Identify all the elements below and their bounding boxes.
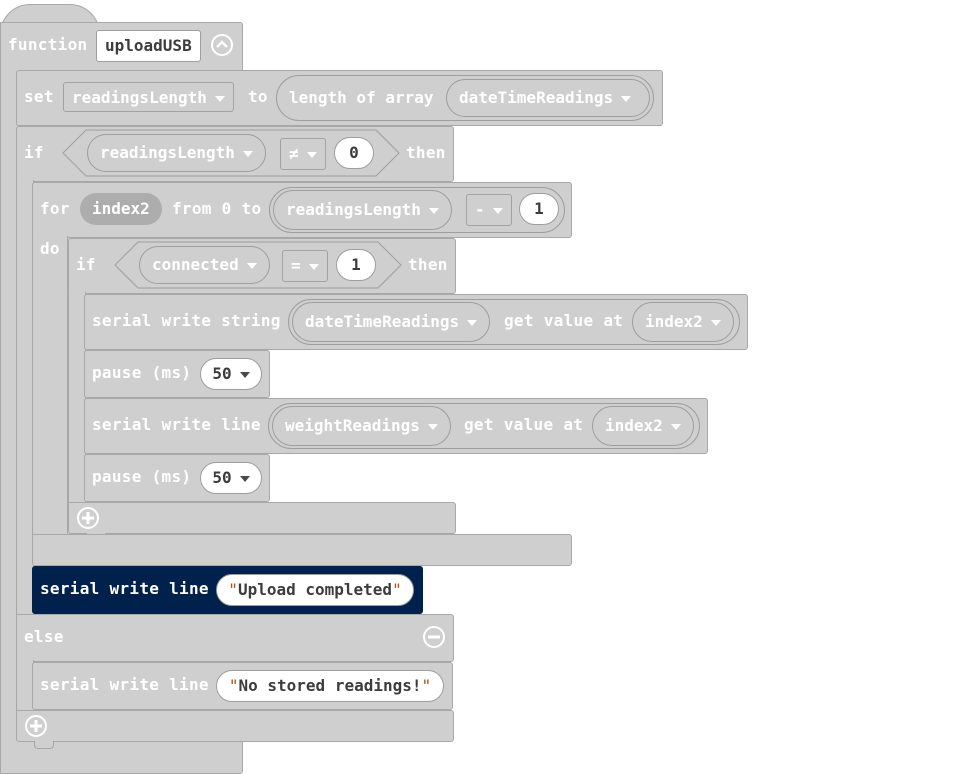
index-name: index2: [605, 416, 663, 435]
add-elseif-icon[interactable]: [24, 714, 48, 738]
function-name-field[interactable]: uploadUSB: [96, 30, 201, 62]
if-inner-then: then: [408, 255, 448, 274]
serial-write-string-label: serial write string: [92, 311, 281, 330]
function-keyword: function: [8, 35, 88, 54]
chevron-down-icon: [492, 207, 503, 214]
for-operator-dropdown[interactable]: -: [466, 194, 512, 226]
for-left-label: readingsLength: [286, 200, 421, 219]
chevron-down-icon: [710, 319, 721, 326]
if-outer-left-dropdown[interactable]: readingsLength: [87, 134, 266, 172]
chevron-down-icon: [239, 371, 250, 378]
pause-value: 50: [212, 468, 232, 487]
operator-label: -: [475, 200, 485, 219]
compare-ne-block[interactable]: [62, 129, 400, 177]
if-inner-footer: [68, 502, 456, 534]
no-stored-readings-string[interactable]: "No stored readings!": [216, 670, 444, 702]
serial-write-line-label-none: serial write line: [40, 675, 209, 694]
if-outer-operator-dropdown[interactable]: ≠: [280, 138, 326, 170]
pause-label-1: pause (ms): [92, 363, 192, 382]
chevron-down-icon: [239, 475, 250, 482]
get-value-at-label: get value at: [464, 415, 584, 434]
if-inner-operator-dropdown[interactable]: =: [282, 250, 328, 282]
chevron-down-icon: [670, 423, 681, 430]
subtract-block[interactable]: [269, 187, 565, 233]
array-name: dateTimeReadings: [305, 312, 460, 331]
for-footer: [32, 534, 572, 566]
operator-label: ≠: [289, 144, 299, 163]
pause-value-dropdown-1[interactable]: 50: [200, 358, 262, 390]
set-variable-dropdown[interactable]: readingsLength: [63, 82, 234, 112]
collapse-up-icon[interactable]: [210, 33, 234, 57]
if-outer-keyword: if: [24, 143, 44, 162]
array-name: weightReadings: [285, 416, 420, 435]
chevron-down-icon: [621, 95, 632, 102]
array-dropdown-datetime[interactable]: dateTimeReadings: [446, 79, 650, 117]
chevron-down-icon: [214, 95, 225, 102]
for-left-dropdown[interactable]: readingsLength: [273, 190, 452, 230]
length-of-array-block[interactable]: length of array: [276, 75, 654, 121]
for-spine: [32, 236, 68, 536]
serial-write-line-label-completed: serial write line: [40, 579, 209, 598]
pause-label-2: pause (ms): [92, 467, 192, 486]
else-keyword: else: [24, 627, 64, 646]
for-index-variable[interactable]: index2: [80, 193, 162, 225]
chevron-down-icon: [428, 207, 439, 214]
add-else-icon[interactable]: [76, 506, 100, 530]
for-from-label: from 0 to: [172, 199, 262, 218]
quote-close: ": [392, 580, 402, 599]
array-get-value-block-1[interactable]: [288, 299, 740, 345]
array-dropdown-datetime-2[interactable]: dateTimeReadings: [292, 302, 491, 342]
pause-value: 50: [212, 364, 232, 383]
index-dropdown-2[interactable]: index2: [592, 406, 694, 446]
array-get-value-block-2[interactable]: [268, 403, 700, 449]
if-outer-right-value[interactable]: 0: [334, 137, 374, 169]
index-dropdown-1[interactable]: index2: [632, 302, 734, 342]
set-variable-label: readingsLength: [72, 88, 207, 107]
if-outer-left-label: readingsLength: [100, 143, 235, 162]
pause-value-dropdown-2[interactable]: 50: [200, 462, 262, 494]
operator-label: =: [291, 256, 301, 275]
array-dropdown-weight[interactable]: weightReadings: [272, 406, 451, 446]
for-do-label: do: [40, 239, 60, 258]
serial-write-string-block[interactable]: [84, 294, 748, 350]
upload-completed-string[interactable]: "Upload completed": [216, 574, 414, 606]
index-name: index2: [645, 312, 703, 331]
compare-eq-block[interactable]: [114, 241, 402, 289]
if-outer-footer: [16, 710, 454, 742]
array-name: dateTimeReadings: [459, 88, 614, 107]
if-inner-keyword: if: [76, 255, 96, 274]
get-value-at-label: get value at: [504, 311, 624, 330]
quote-open: ": [228, 580, 238, 599]
quote-close: ": [421, 676, 432, 695]
serial-write-line-label-1: serial write line: [92, 415, 261, 434]
chevron-down-icon: [306, 151, 317, 158]
if-inner-left-dropdown[interactable]: connected: [139, 246, 270, 284]
chevron-down-icon: [246, 262, 257, 269]
chevron-down-icon: [308, 263, 319, 270]
for-right-value[interactable]: 1: [519, 193, 559, 225]
length-of-array-label: length of array: [289, 88, 434, 107]
if-outer-footer-notch: [34, 741, 54, 749]
for-keyword: for: [40, 199, 70, 218]
set-to-label: to: [248, 87, 268, 106]
chevron-down-icon: [427, 423, 438, 430]
string-value: No stored readings!: [238, 676, 422, 695]
if-inner-left-label: connected: [152, 255, 239, 274]
string-value: Upload completed: [237, 580, 393, 599]
set-keyword: set: [24, 87, 54, 106]
remove-else-icon[interactable]: [422, 625, 446, 649]
chevron-down-icon: [467, 319, 478, 326]
else-bar: [16, 614, 454, 662]
if-inner-right-value[interactable]: 1: [336, 249, 376, 281]
quote-open: ": [228, 676, 239, 695]
chevron-down-icon: [242, 150, 253, 157]
if-outer-then: then: [406, 143, 446, 162]
